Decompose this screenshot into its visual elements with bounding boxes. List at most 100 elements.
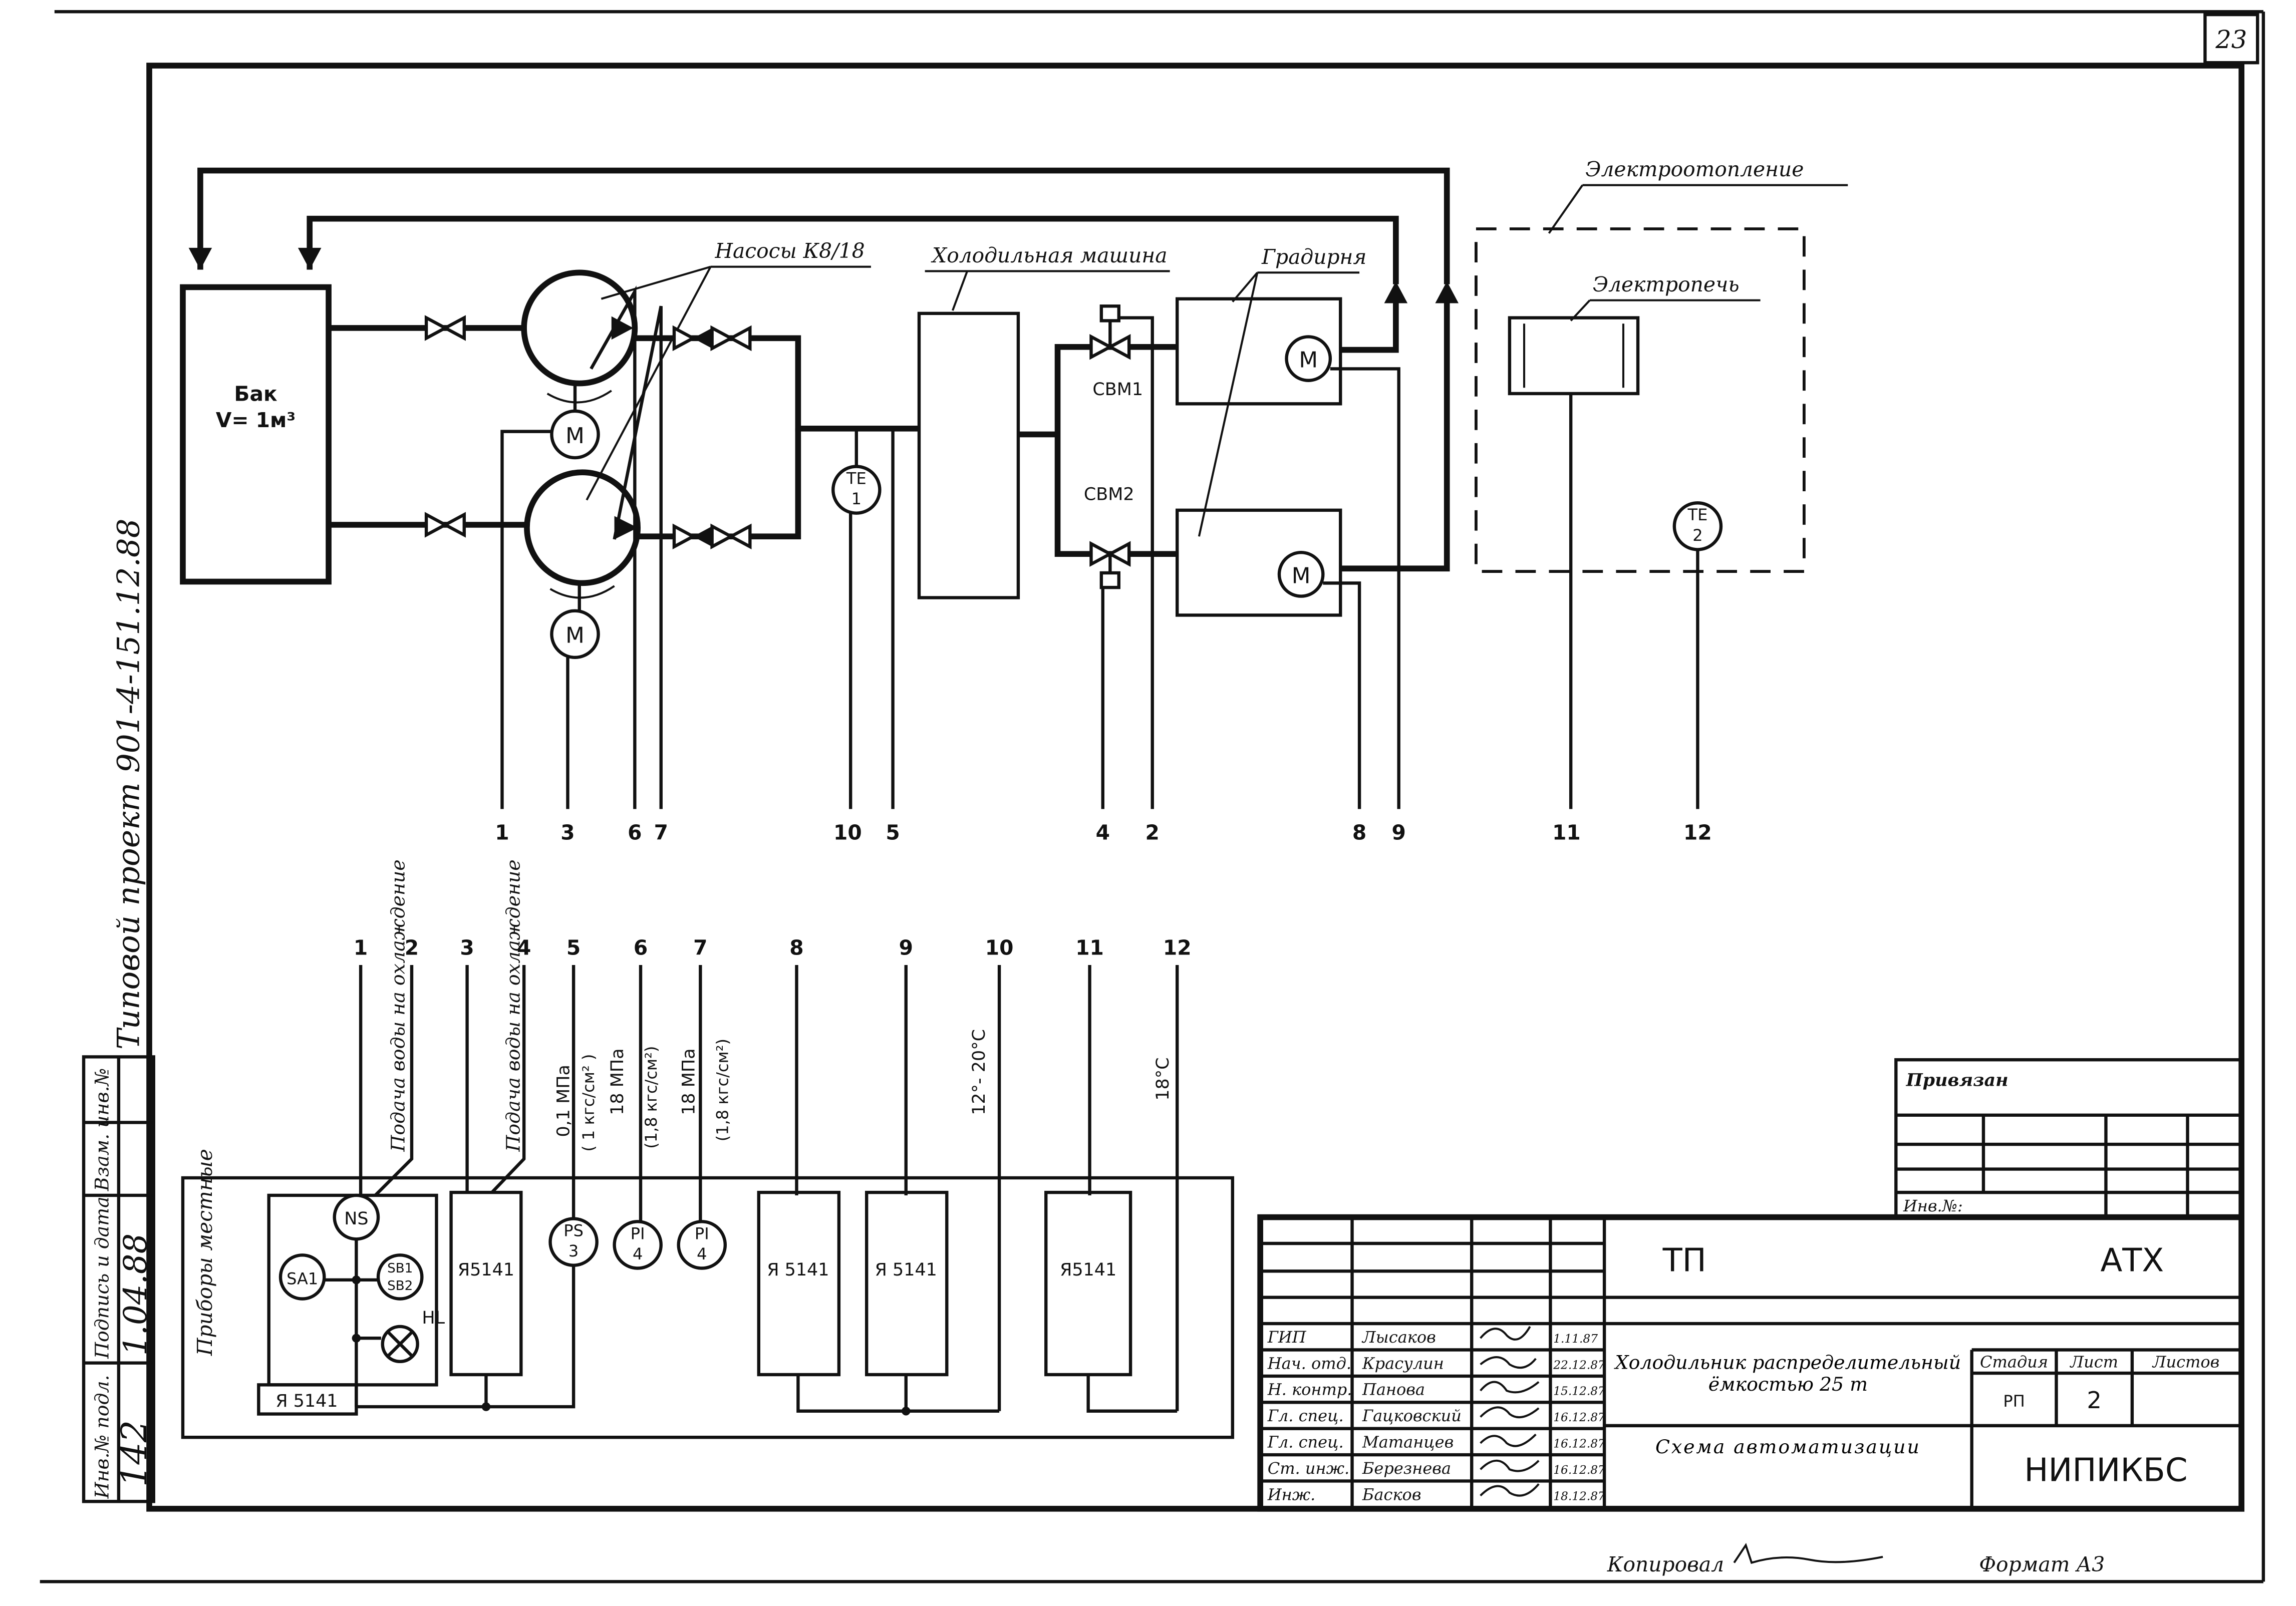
sb2-label: SB2 [387,1278,413,1294]
staff-role: Н. контр. [1267,1380,1352,1399]
left-margin-block: Инв.№ подл. 142 Подпись и дата 1.04.88 В… [82,1055,155,1503]
pump-1-motor [550,409,600,460]
column-number: 12 [1163,936,1192,960]
object-title: Холодильник распределительный ёмкостью 2… [1615,1353,1961,1397]
staff-name: Лысаков [1361,1328,1436,1347]
return-line-inner [307,215,1399,284]
staff-role: Ст. инж. [1268,1459,1350,1478]
code-right: АТХ [2100,1242,2164,1279]
sheets-label: Листов [2152,1352,2220,1371]
inv-label: Инв.№: [1903,1196,1963,1215]
staff-date: 15.12.87 [1553,1385,1605,1398]
pumps-label: Насосы К8/18 [714,239,865,263]
valve-svm1-label: СВМ1 [1092,380,1143,400]
cooling-water-label-1: Подача воды на охлаждение [387,859,409,1152]
common-return-3 [1086,1374,1178,1413]
tank-volume: V= 1м³ [216,408,296,432]
te1-instrument [831,465,882,515]
line-number-row: 1 3 6 7 10 5 4 2 8 9 11 12 [495,821,1711,845]
tower-return-1 [1340,298,1399,353]
line-number: 7 [654,821,668,845]
panel-3 [449,1190,523,1377]
sheet-label: Лист [2069,1352,2118,1371]
valve-svm2-label: СВМ2 [1084,484,1134,504]
signature [1480,1483,1540,1497]
arrow-down-2 [298,247,322,270]
tower-supply-2 [1054,434,1178,557]
heating-leader [1548,184,1584,234]
staff-role: Гл. спец. [1267,1406,1344,1425]
line-number: 10 [833,821,862,845]
copier-signature [1733,1542,1883,1564]
board-label: Приборы местные [193,1149,217,1356]
line-number: 2 [1145,821,1160,845]
pi1-code: PI [631,1224,645,1243]
staff-name: Панова [1362,1380,1425,1399]
line-number: 1 [495,821,509,845]
pressure-label-6b: (1,8 кгс/см²) [642,1046,661,1149]
chiller-leader [952,270,968,311]
cooling-tower-label: Градирня [1261,245,1366,269]
pump-1-rotation [546,390,612,404]
signature [1480,1326,1531,1341]
pi1-num: 4 [633,1244,643,1263]
pressure-label-5b: ( 1 кгс/см² ) [579,1054,598,1152]
line-number: 11 [1552,821,1581,845]
te1-code: TE [846,469,867,488]
pump-2-outlet-arrow [614,516,638,540]
arrow-down-1 [188,247,212,270]
staff-date: 22.12.87 [1553,1358,1605,1372]
code-left: ТП [1662,1242,1706,1279]
bus-node [352,1275,361,1284]
staff-name: Басков [1362,1485,1421,1504]
staff-date: 16.12.87 [1553,1437,1605,1451]
electric-heating-label: Электроотопление [1585,157,1804,181]
pressure-label-7b: (1,8 кгс/см²) [713,1039,732,1141]
pressure-label-6a: 18 МПа [608,1049,628,1115]
pump-2-motor [550,609,600,660]
panel-3-return [484,1265,576,1409]
gate-valve-2 [424,512,466,538]
chiller [917,311,1020,599]
copied-by-label: Копировал [1607,1552,1724,1576]
pump-2 [524,469,641,586]
panel-8-code: Я 5141 [767,1260,829,1280]
sa1-switch [278,1253,326,1301]
tower-1-motor [1285,335,1332,382]
temperature-label-10: 12°- 20°С [969,1029,989,1115]
line-number: 3 [560,821,575,845]
sb-buttons [376,1253,424,1301]
hl-cross-b [386,1330,415,1359]
staff-name: Березнева [1362,1459,1451,1478]
staff-role: Инж. [1267,1485,1316,1504]
pump-2-rotation [549,585,615,599]
field-wiring [500,285,1699,809]
column-number: 9 [899,936,913,960]
page-number: 23 [2215,25,2247,54]
column-number: 6 [634,936,648,960]
line-number: 6 [628,821,642,845]
ps-num: 3 [568,1241,579,1260]
instrument-wiring [359,965,1179,1411]
drawing-frame [146,63,2245,1512]
column-number: 8 [789,936,803,960]
stage-label: Стадия [1980,1352,2048,1371]
tower-return-2 [1340,298,1450,572]
check-valve-1 [672,325,752,352]
pressure-label-7a: 18 МПа [679,1049,699,1115]
panel-9 [865,1190,949,1377]
control-box-1-code: Я 5141 [275,1391,338,1411]
line-number: 12 [1683,821,1712,845]
pi2-code: PI [695,1224,709,1243]
column-number: 5 [566,936,581,960]
tank [180,284,332,585]
solenoid-valve-1 [1089,304,1131,360]
temperature-label-12: 18°С [1153,1057,1173,1100]
electric-stove-label: Электропечь [1593,272,1740,296]
inv-orig-value: 142 [114,1420,155,1487]
column-number: 7 [693,936,707,960]
column-number: 10 [985,936,1014,960]
panel-11 [1044,1190,1132,1377]
arrow-up-2 [1435,281,1459,303]
